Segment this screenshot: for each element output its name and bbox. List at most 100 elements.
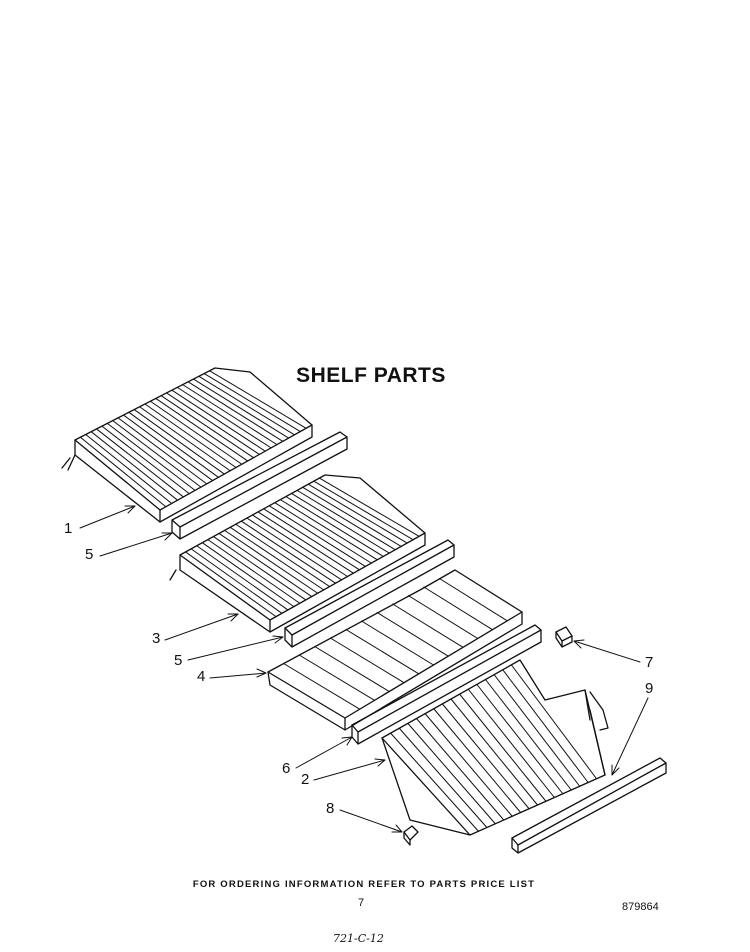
- shelf-trim-5-lower-drawing: [284, 539, 455, 648]
- basket-wire: [459, 693, 547, 802]
- shelf-3-drawing: [169, 474, 426, 633]
- shelf-rib: [160, 395, 255, 459]
- shelf-rib: [117, 417, 208, 485]
- shelf-rib: [166, 392, 260, 455]
- page-number: 7: [358, 897, 365, 909]
- shelf-rib: [149, 400, 243, 465]
- trim-strip-9-drawing: [511, 757, 667, 854]
- shelf-1-drawing: [61, 367, 313, 523]
- shelf-trim-5-upper-drawing: [171, 431, 348, 540]
- basket-wire: [416, 718, 505, 821]
- shelf-rib: [201, 542, 295, 608]
- shelf-rib: [318, 477, 420, 537]
- basket-wire: [502, 669, 589, 783]
- callout-label-5-upper: 5: [85, 546, 94, 563]
- shelf-rib: [212, 536, 307, 601]
- shelf-rib: [79, 436, 167, 508]
- shelf-rib: [185, 551, 277, 618]
- shelf-rib: [155, 397, 249, 462]
- shelf-rib: [96, 428, 184, 498]
- ordering-info-note: FOR ORDERING INFORMATION REFER TO PARTS …: [192, 879, 536, 890]
- shelf-rib: [112, 420, 202, 488]
- shelf-rib: [224, 529, 319, 594]
- basket-wire: [467, 688, 555, 798]
- clip-8-drawing: [403, 825, 419, 846]
- basket-wire: [398, 727, 488, 828]
- shelf-rib: [144, 403, 237, 468]
- callout-label-4: 4: [197, 668, 206, 685]
- shelf-rib: [307, 483, 408, 544]
- shelf-wire: [407, 595, 479, 639]
- shelf-rib: [274, 502, 372, 564]
- basket-wire: [441, 703, 530, 810]
- trim-6-drawing: [351, 624, 542, 745]
- callout-leaders: [79, 505, 649, 833]
- shelf-rib: [252, 514, 348, 577]
- shelf-rib: [209, 370, 307, 429]
- callout-label-3: 3: [152, 630, 161, 647]
- shelf-rib: [192, 378, 290, 439]
- shelf-rib: [190, 548, 283, 614]
- shelf-rib: [302, 486, 402, 547]
- basket-wire: [424, 713, 513, 817]
- callout-label-5-lower: 5: [174, 652, 183, 669]
- callout-label-8: 8: [326, 800, 335, 817]
- shelf-wire: [298, 654, 375, 701]
- shelf-rib: [101, 425, 190, 495]
- shelf-rib: [313, 480, 414, 541]
- shelf-wire: [345, 629, 420, 675]
- shelf-wire: [283, 663, 361, 710]
- basket-wire: [510, 664, 598, 780]
- callout-label-6: 6: [282, 760, 291, 777]
- callout-label-1: 1: [64, 520, 73, 537]
- wire-basket-2-drawing: [381, 659, 609, 836]
- shelf-rib: [106, 422, 196, 491]
- shelf-wire: [423, 586, 493, 631]
- shelf-rib: [257, 511, 354, 574]
- shelf-rib: [207, 539, 301, 604]
- shelf-wire: [376, 612, 449, 657]
- shelf-rib: [291, 492, 390, 554]
- shelf-rib: [235, 523, 331, 588]
- shelf-rib: [285, 496, 384, 557]
- shelf-rib: [85, 433, 173, 504]
- callout-label-7: 7: [645, 654, 654, 671]
- callout-label-9: 9: [645, 680, 654, 697]
- end-cap-7-drawing: [555, 626, 573, 648]
- shelf-4-drawing: [267, 569, 523, 731]
- shelf-rib: [90, 431, 179, 501]
- document-number: 879864: [622, 901, 659, 913]
- shelf-rib: [171, 389, 266, 452]
- basket-wire: [493, 674, 581, 787]
- shelf-rib: [128, 411, 219, 478]
- shelf-rib: [203, 373, 301, 433]
- shelf-rib: [240, 520, 337, 584]
- basket-wire: [485, 679, 572, 791]
- shelf-rib: [263, 508, 360, 571]
- basket-wire: [450, 698, 538, 806]
- basket-wire: [390, 732, 479, 832]
- shelf-wire: [438, 578, 508, 622]
- shelf-rib: [176, 386, 272, 449]
- shelf-wire: [361, 620, 434, 666]
- shelf-rib: [122, 414, 214, 482]
- shelf-rib: [196, 545, 289, 611]
- callout-label-2: 2: [301, 771, 310, 788]
- shelf-rib: [133, 409, 225, 475]
- shelf-rib: [279, 499, 378, 561]
- shelf-wire: [329, 637, 405, 684]
- basket-wire: [407, 722, 496, 825]
- shelf-rib: [296, 489, 396, 551]
- basket-wire: [476, 683, 564, 795]
- shelf-rib: [198, 375, 295, 436]
- handwritten-mark: 721-C-12: [333, 932, 384, 945]
- shelf-rib: [218, 532, 313, 598]
- shelf-rib: [182, 384, 278, 446]
- shelf-rib: [246, 517, 343, 581]
- shelf-rib: [268, 505, 366, 567]
- shelf-rib: [229, 526, 325, 591]
- basket-wire: [433, 708, 522, 813]
- shelf-rib: [139, 406, 231, 472]
- shelf-rib: [187, 381, 284, 442]
